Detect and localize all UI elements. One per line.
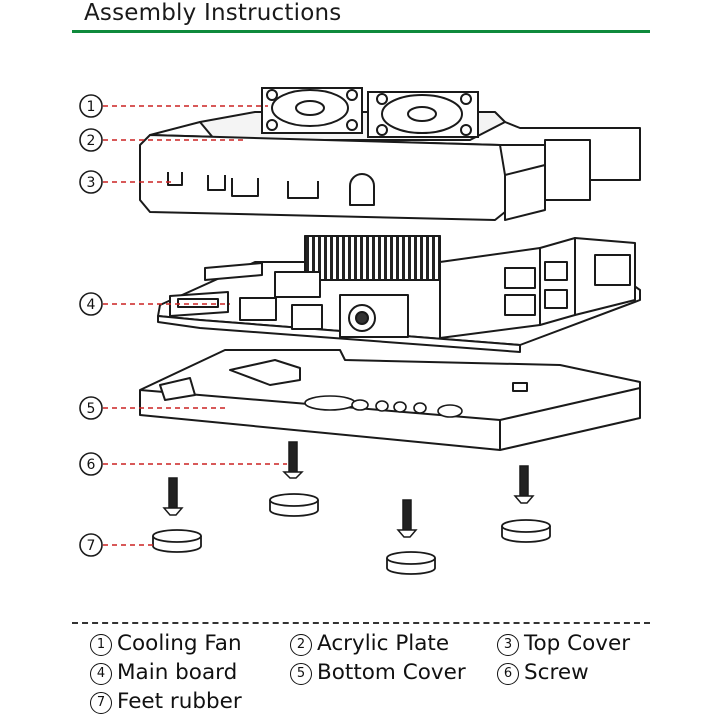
legend-label: Main board <box>117 660 238 685</box>
legend-label: Cooling Fan <box>117 631 242 656</box>
title-underline <box>72 30 650 33</box>
callout-5: 5 <box>87 401 96 417</box>
legend-divider <box>72 622 650 624</box>
legend-number: 2 <box>290 634 312 656</box>
screw <box>282 441 304 479</box>
callout-4: 4 <box>87 297 96 313</box>
callout-6: 6 <box>87 457 96 473</box>
callout-7: 7 <box>87 538 96 554</box>
exploded-assembly-diagram: 1 2 3 4 5 6 7 <box>79 87 641 575</box>
page-title: Assembly Instructions <box>84 0 342 26</box>
legend-number: 7 <box>90 692 112 714</box>
main-board <box>157 235 641 353</box>
legend-number: 5 <box>290 663 312 685</box>
legend-number: 1 <box>90 634 112 656</box>
legend-number: 6 <box>497 663 519 685</box>
feet-rubber <box>386 551 436 575</box>
feet-rubber <box>501 519 551 543</box>
cooling-fan-right <box>367 91 479 138</box>
callout-2: 2 <box>87 133 96 149</box>
cooling-fan-left <box>261 87 363 134</box>
screw <box>396 499 418 538</box>
callout-3: 3 <box>87 175 96 191</box>
screw <box>513 465 535 504</box>
feet-rubber <box>152 529 202 553</box>
screw <box>162 477 184 516</box>
legend-number: 3 <box>497 634 519 656</box>
callout-1: 1 <box>87 99 96 115</box>
legend-label: Bottom Cover <box>317 660 466 685</box>
legend-label: Top Cover <box>524 631 631 656</box>
legend-label: Feet rubber <box>117 689 242 714</box>
feet-rubber <box>269 493 319 517</box>
legend-number: 4 <box>90 663 112 685</box>
legend-label: Acrylic Plate <box>317 631 450 656</box>
bottom-cover <box>139 349 641 451</box>
legend-label: Screw <box>524 660 589 685</box>
